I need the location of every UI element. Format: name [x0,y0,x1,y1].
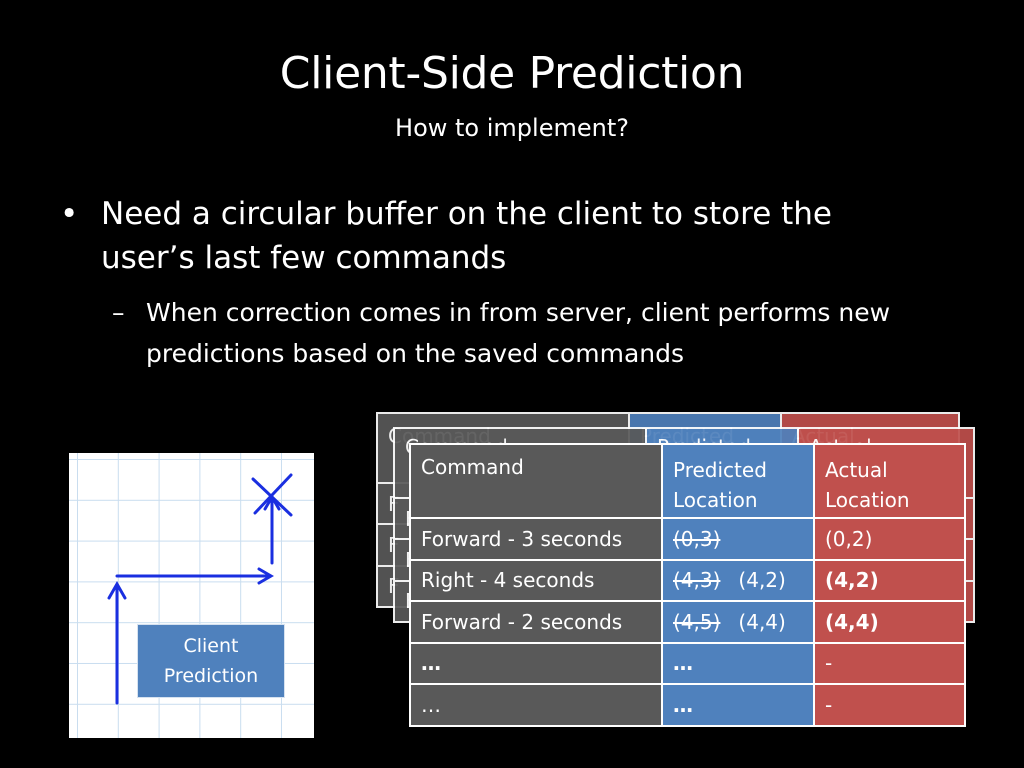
cell-predicted: … [661,683,815,727]
cell-actual: - [813,683,966,727]
main-bullet: • Need a circular buffer on the client t… [60,192,920,280]
cell-actual: - [813,641,966,685]
cell-predicted: (4,5)(4,4) [661,600,815,644]
cell-actual: (4,4) [813,600,966,644]
table-row: ……- [409,683,966,727]
cell-command: … [409,641,663,685]
table-row: Right - 4 seconds(4,3)(4,2)(4,2) [409,558,966,602]
grid-illustration [69,453,314,738]
cell-predicted: (4,3)(4,2) [661,558,815,602]
table-row: Forward - 2 seconds(4,5)(4,4)(4,4) [409,600,966,644]
header-command: Command [409,443,663,519]
cell-predicted: (0,3) [661,517,815,561]
sub-bullet-marker: – [112,298,125,327]
cell-command: … [409,683,663,727]
cell-actual: (0,2) [813,517,966,561]
cell-predicted: … [661,641,815,685]
header-predicted-location: Predicted Location [661,443,815,519]
arrow-right-head [257,567,274,585]
table-row: Forward - 3 seconds(0,3)(0,2) [409,517,966,561]
client-prediction-label: Client Prediction [137,624,285,698]
sub-bullet-text: When correction comes in from server, cl… [146,298,891,368]
arrow-up-head [107,580,127,600]
sub-bullet: – When correction comes in from server, … [112,292,912,374]
cell-command: Right - 4 seconds [409,558,663,602]
table-header-row: Command Predicted Location Actual Locati… [409,443,966,519]
cell-command: Forward - 3 seconds [409,517,663,561]
header-actual-location: Actual Location [813,443,966,519]
commands-table: Command Predicted Location Actual Locati… [409,443,966,727]
movement-path-drawing [107,473,293,705]
target-x-mark-b [253,473,293,515]
cell-command: Forward - 2 seconds [409,600,663,644]
bullet-marker: • [60,196,79,232]
slide-subtitle: How to implement? [395,114,629,142]
slide-title: Client-Side Prediction [279,48,745,99]
cell-actual: (4,2) [813,558,966,602]
table-row: ……- [409,641,966,685]
main-bullet-text: Need a circular buffer on the client to … [101,196,832,276]
